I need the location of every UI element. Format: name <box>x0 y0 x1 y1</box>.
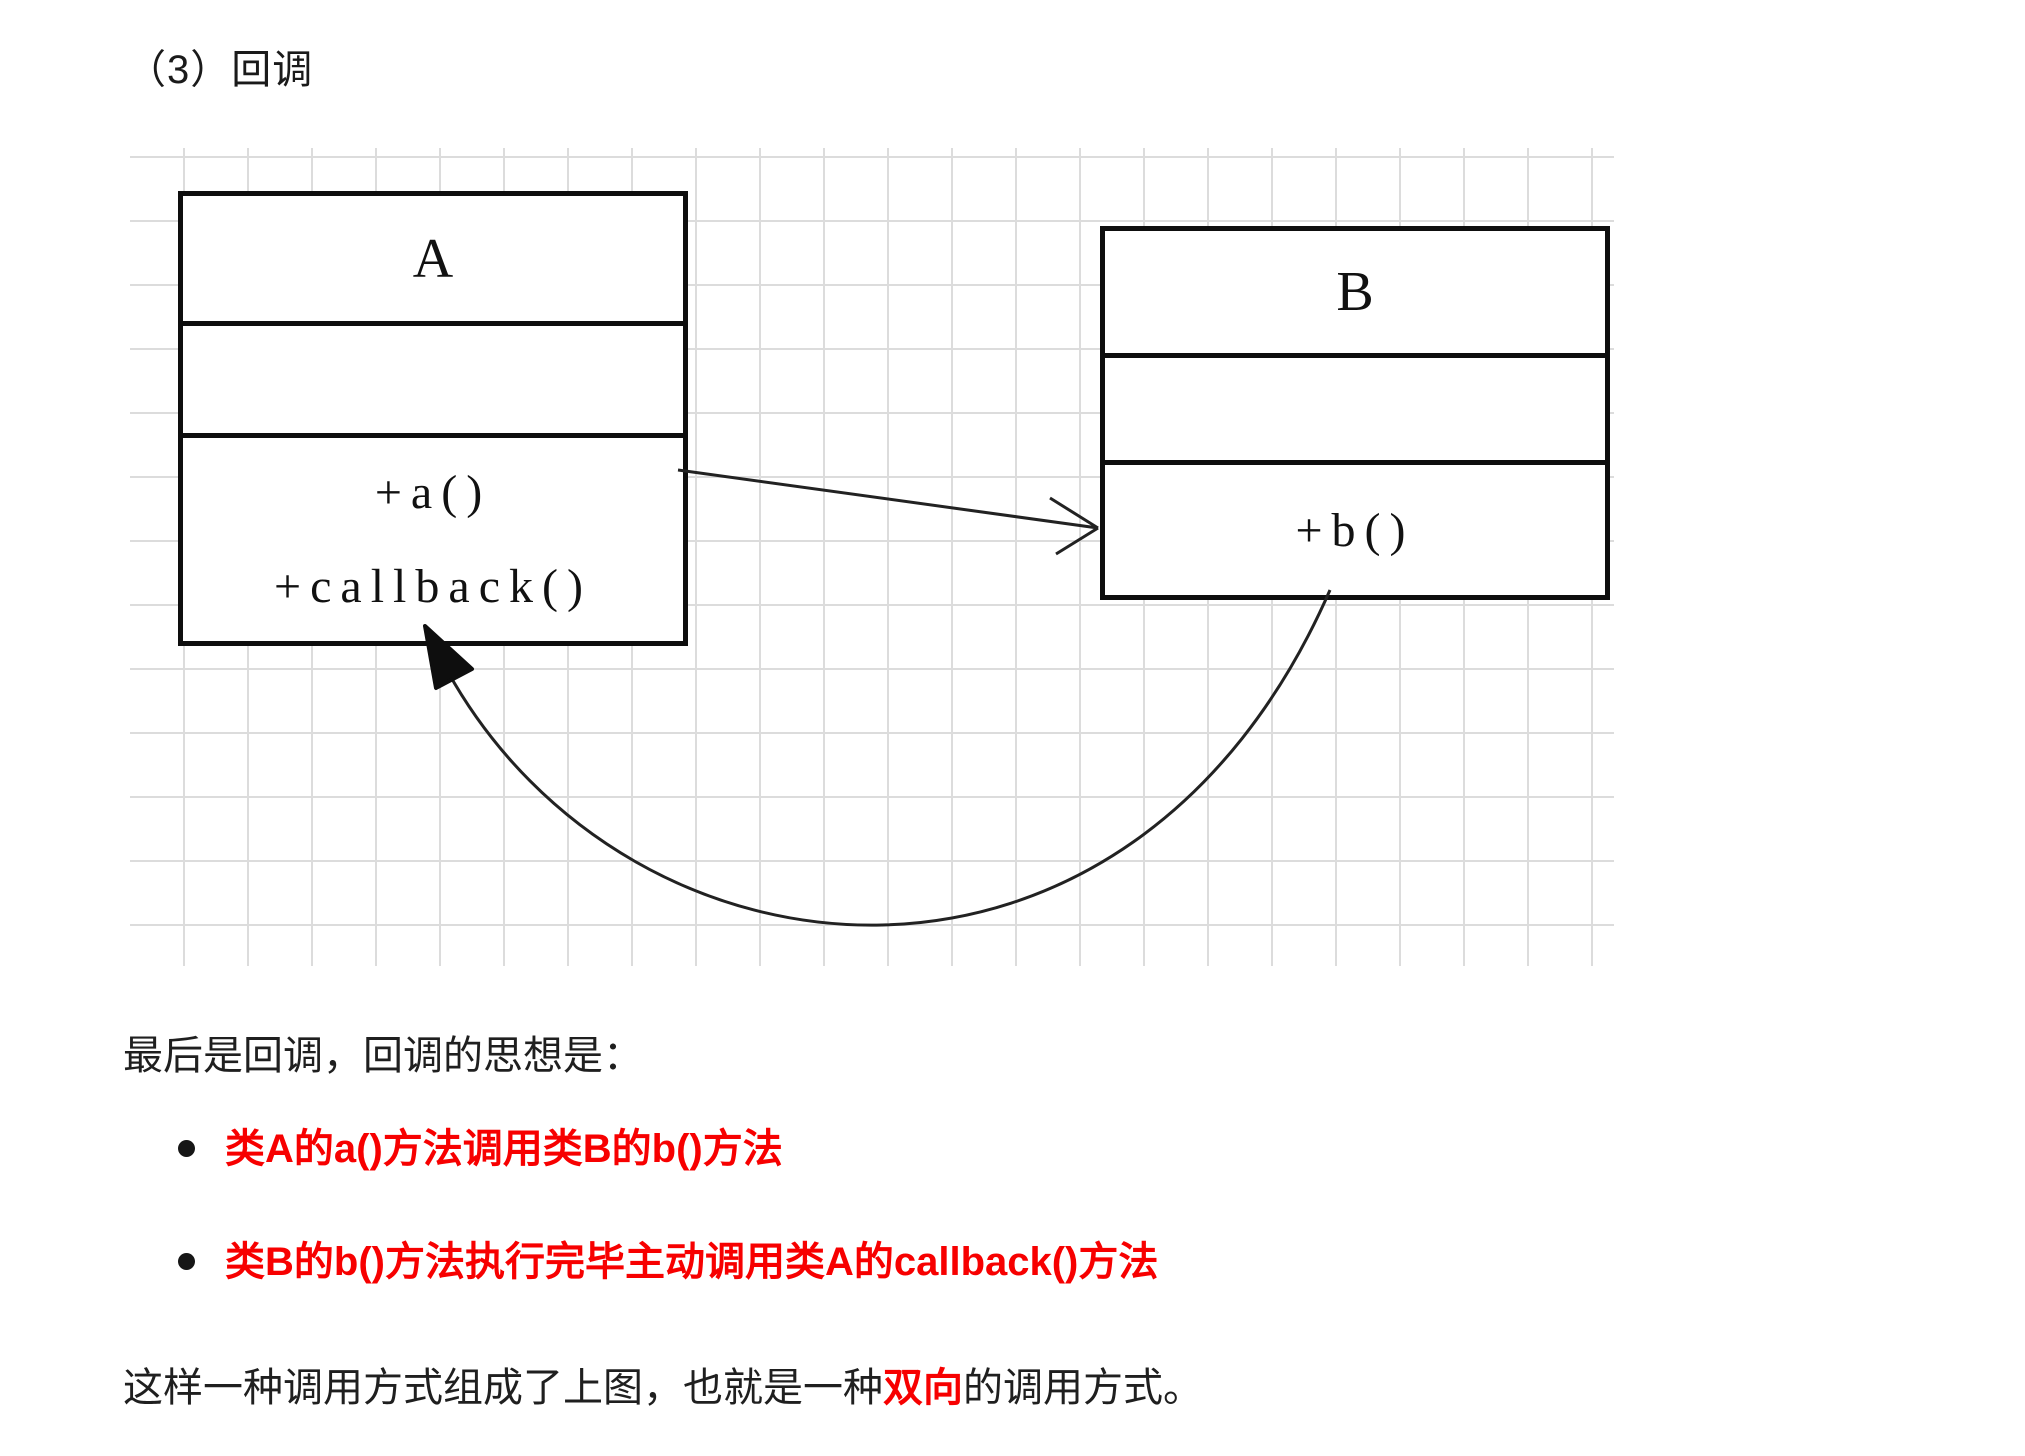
class-box-a: A +a() +callback() <box>178 191 688 646</box>
class-b-method-b: +b() <box>1295 503 1415 557</box>
conclusion-paragraph: 这样一种调用方式组成了上图，也就是一种双向的调用方式。 <box>123 1362 1203 1414</box>
bullet-marker <box>178 1140 195 1157</box>
class-a-methods: +a() +callback() <box>183 438 683 641</box>
bullet-marker <box>178 1253 195 1270</box>
class-box-b: B +b() <box>1100 226 1610 600</box>
class-b-attributes-empty <box>1105 358 1605 465</box>
bullet-2-text: 类B的b()方法执行完毕主动调用类A的callback()方法 <box>225 1240 1159 1284</box>
bullet-1-text: 类A的a()方法调用类B的b()方法 <box>225 1127 783 1171</box>
section-heading: （3）回调 <box>126 48 314 92</box>
bullet-item-2: 类B的b()方法执行完毕主动调用类A的callback()方法 <box>178 1236 1158 1288</box>
intro-paragraph: 最后是回调，回调的思想是： <box>123 1034 643 1078</box>
class-a-attributes-empty <box>183 326 683 438</box>
class-a-method-a: +a() <box>374 465 492 519</box>
conclusion-text-before: 这样一种调用方式组成了上图，也就是一种 <box>123 1366 883 1410</box>
bullet-item-1: 类A的a()方法调用类B的b()方法 <box>178 1123 783 1175</box>
conclusion-text-after: 的调用方式。 <box>963 1366 1203 1410</box>
class-b-methods: +b() <box>1105 465 1605 595</box>
uml-diagram-canvas: A +a() +callback() B +b() <box>130 148 1614 966</box>
conclusion-highlight: 双向 <box>883 1366 963 1410</box>
class-b-title: B <box>1105 231 1605 358</box>
class-a-method-callback: +callback() <box>274 559 592 613</box>
class-a-title: A <box>183 196 683 326</box>
call-arrow-a-to-b <box>677 468 1099 556</box>
